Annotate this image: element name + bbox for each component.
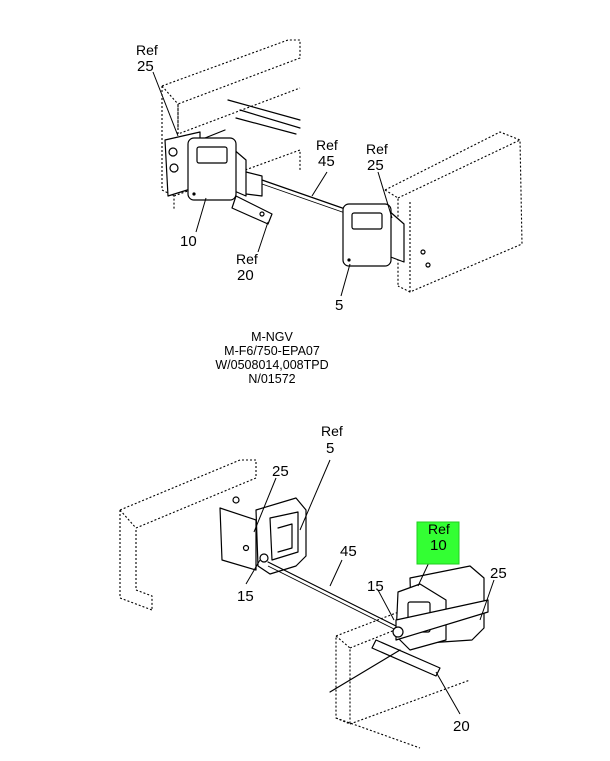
callout-item-5: 5	[335, 297, 343, 314]
top-leader-lines	[152, 71, 393, 297]
callout-ref-5-num: 5	[326, 440, 334, 457]
right-lamp-assembly	[342, 203, 431, 268]
callout-ref-25-left-ref: Ref	[136, 42, 158, 58]
callout-ref-25-right-num: 25	[367, 157, 384, 174]
bottom-right-lamp-assembly	[329, 565, 489, 693]
callout-item-20: 20	[453, 718, 470, 735]
bottom-leader-lines	[245, 459, 495, 715]
note-line-4: N/01572	[248, 372, 295, 386]
bottom-left-frame-rail	[119, 459, 257, 611]
right-frame-rail	[384, 131, 523, 293]
callout-ref-10-num: 10	[430, 537, 447, 554]
top-illustration: Ref 25 Ref 45 Ref 25 10 Ref 20 5	[136, 39, 523, 314]
highlighted-callout-ref-10-box[interactable]	[416, 521, 460, 565]
callout-item-10: 10	[180, 233, 197, 250]
callout-item-25-right: 25	[490, 565, 507, 582]
callout-item-15-right: 15	[367, 578, 384, 595]
callout-ref-45-ref: Ref	[316, 137, 338, 153]
applicability-note: M-NGV M-F6/750-EPA07 W/0508014,008TPD N/…	[215, 330, 328, 386]
wire-harness-bottom	[267, 561, 401, 629]
note-line-2: M-F6/750-EPA07	[224, 344, 320, 358]
callout-ref-45-num: 45	[318, 153, 335, 170]
callout-ref-5-ref: Ref	[321, 423, 343, 439]
bottom-illustration: Ref 5 25 15 45 Ref 10 15 25 20	[119, 423, 507, 749]
callout-ref-20-num: 20	[237, 267, 254, 284]
note-line-1: M-NGV	[251, 330, 293, 344]
bottom-left-lamp-assembly	[219, 496, 307, 575]
callout-ref-25-left-num: 25	[137, 58, 154, 75]
callout-item-25-left: 25	[272, 463, 289, 480]
wire-harness-top	[261, 179, 349, 211]
note-line-3: W/0508014,008TPD	[215, 358, 328, 372]
callout-ref-10-ref: Ref	[428, 521, 450, 537]
callout-item-15-left: 15	[237, 588, 254, 605]
callout-ref-20-ref: Ref	[236, 251, 258, 267]
callout-item-45: 45	[340, 543, 357, 560]
left-lamp-assembly	[187, 137, 273, 225]
callout-ref-25-right-ref: Ref	[366, 141, 388, 157]
